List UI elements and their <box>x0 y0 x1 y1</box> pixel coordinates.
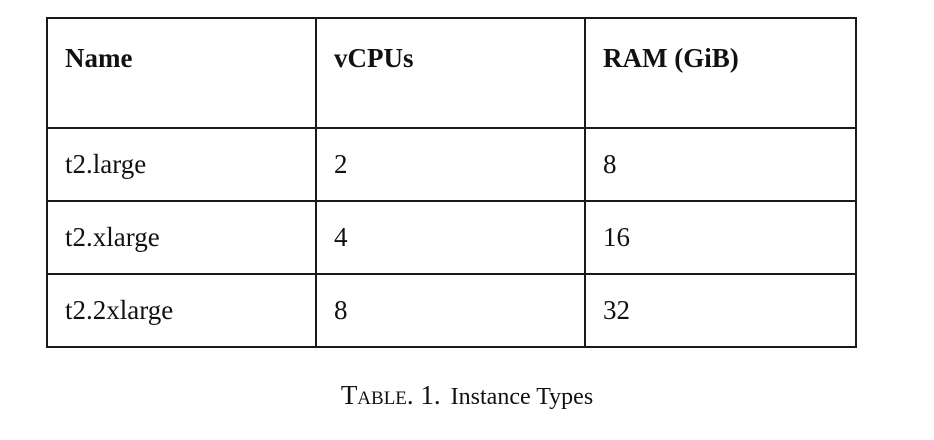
cell-vcpus: 4 <box>315 200 586 275</box>
header-name: Name <box>46 17 317 129</box>
table-row: t2.2xlarge 8 32 <box>46 273 857 348</box>
instance-types-table: Name vCPUs RAM (GiB) t2.large 2 8 t2.xla… <box>46 17 857 348</box>
header-vcpus: vCPUs <box>315 17 586 129</box>
table-caption: Table. 1. Instance Types <box>0 380 934 411</box>
cell-name: t2.2xlarge <box>46 273 317 348</box>
table-row: t2.large 2 8 <box>46 127 857 202</box>
caption-text: Instance Types <box>450 384 594 410</box>
cell-ram: 32 <box>584 273 857 348</box>
instance-types-table-container: Name vCPUs RAM (GiB) t2.large 2 8 t2.xla… <box>46 17 857 348</box>
cell-name: t2.xlarge <box>46 200 317 275</box>
table-row: t2.xlarge 4 16 <box>46 200 857 275</box>
table-header-row: Name vCPUs RAM (GiB) <box>46 17 857 129</box>
cell-name: t2.large <box>46 127 317 202</box>
caption-label: Table. 1. <box>340 380 441 410</box>
table-header: Name vCPUs RAM (GiB) <box>46 17 857 129</box>
cell-ram: 8 <box>584 127 857 202</box>
cell-ram: 16 <box>584 200 857 275</box>
header-ram: RAM (GiB) <box>584 17 857 129</box>
cell-vcpus: 8 <box>315 273 586 348</box>
cell-vcpus: 2 <box>315 127 586 202</box>
table-body: t2.large 2 8 t2.xlarge 4 16 t2.2xlarge 8… <box>46 127 857 348</box>
